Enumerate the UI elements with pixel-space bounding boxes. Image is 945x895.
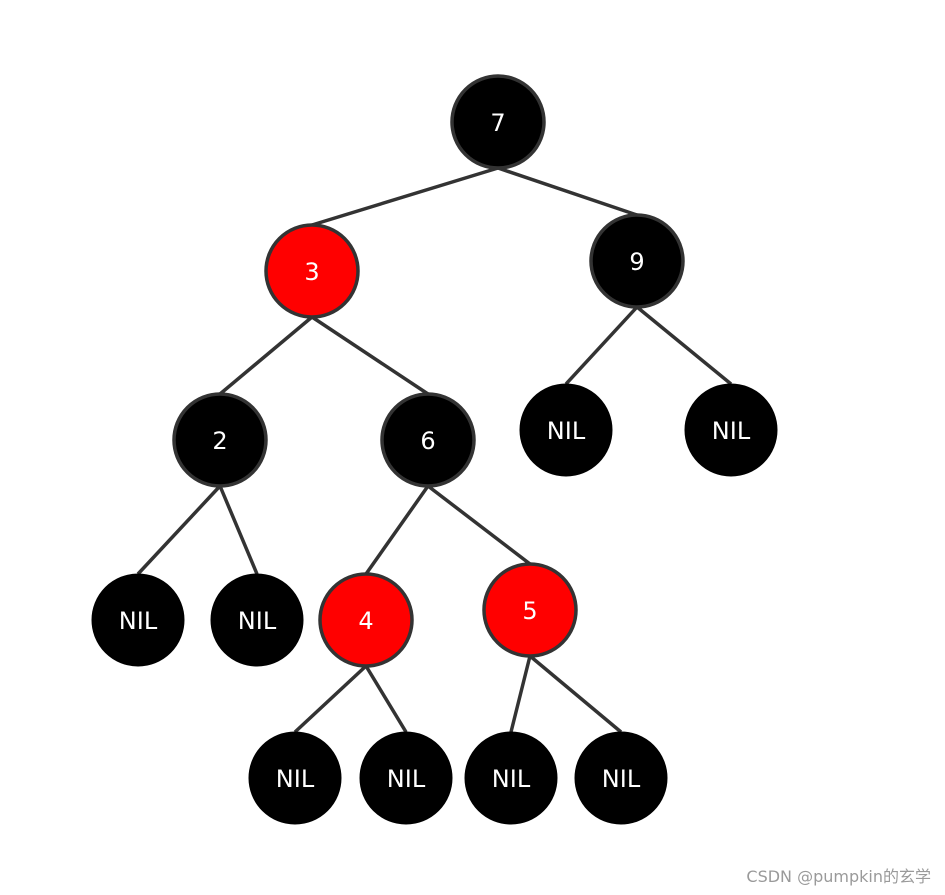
node-circle xyxy=(359,731,453,825)
tree-edge xyxy=(426,484,532,566)
tree-edge xyxy=(311,315,429,396)
node-circle xyxy=(264,223,360,319)
node-circle xyxy=(318,572,414,668)
node-label: NIL xyxy=(276,765,315,793)
nil-leaf-node: NIL xyxy=(248,731,342,825)
tree-edge xyxy=(497,166,638,217)
node-label: 5 xyxy=(522,597,537,625)
node-label: 6 xyxy=(420,427,435,455)
tree-edge xyxy=(293,664,368,734)
watermark-text: CSDN @pumpkin的玄学 xyxy=(746,867,931,886)
node-label: 9 xyxy=(629,248,644,276)
tree-edge xyxy=(509,655,532,733)
tree-edge xyxy=(364,665,408,733)
node-circle xyxy=(172,392,268,488)
tree-edge xyxy=(218,315,314,396)
node-circle xyxy=(589,213,685,309)
node-label: 2 xyxy=(212,427,227,455)
node-circle xyxy=(210,573,304,667)
node-circle xyxy=(574,731,668,825)
tree-edge xyxy=(311,166,499,227)
nil-leaf-node: NIL xyxy=(210,573,304,667)
node-circle xyxy=(482,562,578,658)
red-node-5: 5 xyxy=(482,562,578,658)
node-label: NIL xyxy=(238,607,277,635)
black-node-6: 6 xyxy=(380,392,476,488)
node-circle xyxy=(519,383,613,477)
node-label: 4 xyxy=(358,607,373,635)
nil-leaf-node: NIL xyxy=(464,731,558,825)
nil-leaf-node: NIL xyxy=(684,383,778,477)
nil-leaf-node: NIL xyxy=(574,731,668,825)
black-node-9: 9 xyxy=(589,213,685,309)
tree-edge xyxy=(564,305,639,386)
black-node-2: 2 xyxy=(172,392,268,488)
tree-edges xyxy=(136,166,733,734)
node-label: NIL xyxy=(387,765,426,793)
tree-edge xyxy=(136,484,222,576)
node-label: 7 xyxy=(490,109,505,137)
node-label: NIL xyxy=(712,417,751,445)
red-node-4: 4 xyxy=(318,572,414,668)
node-label: NIL xyxy=(119,607,158,635)
tree-edge xyxy=(635,305,733,386)
node-label: NIL xyxy=(492,765,531,793)
node-label: 3 xyxy=(304,258,319,286)
nil-leaf-node: NIL xyxy=(359,731,453,825)
node-circle xyxy=(380,392,476,488)
tree-edge xyxy=(364,484,430,576)
tree-edge xyxy=(218,485,259,575)
nil-leaf-node: NIL xyxy=(519,383,613,477)
node-circle xyxy=(91,573,185,667)
red-node-3: 3 xyxy=(264,223,360,319)
nil-leaf-node: NIL xyxy=(91,573,185,667)
node-label: NIL xyxy=(602,765,641,793)
node-circle xyxy=(450,74,546,170)
tree-edge xyxy=(528,654,623,734)
node-circle xyxy=(684,383,778,477)
black-node-7: 7 xyxy=(450,74,546,170)
node-circle xyxy=(464,731,558,825)
node-label: NIL xyxy=(547,417,586,445)
node-circle xyxy=(248,731,342,825)
